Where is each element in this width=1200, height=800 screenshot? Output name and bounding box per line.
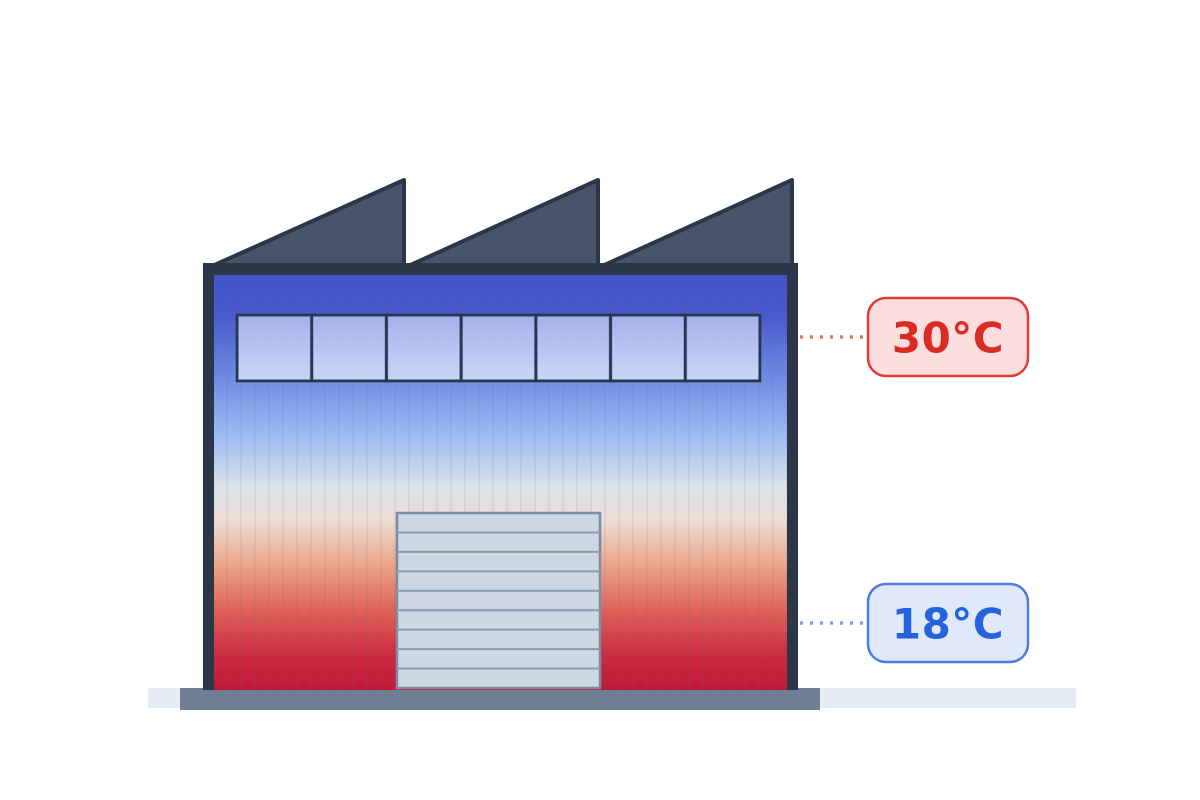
temperature-badge-hot[interactable]: [866, 296, 1030, 378]
door-panel[interactable]: [395, 511, 602, 690]
roof-tooth: [404, 178, 600, 269]
right-corner-post: [787, 263, 798, 690]
clerestory-window-band: [235, 313, 762, 383]
window-pane-sheen: [687, 317, 758, 379]
callout-hot[interactable]: 30°C: [800, 296, 1030, 378]
temperature-badge-cold[interactable]: [866, 582, 1030, 664]
roof-beam: [203, 263, 798, 275]
temperature-badge-hot-label: 30°C: [892, 314, 1004, 363]
window-pane-sheen: [388, 317, 460, 379]
roller-shutter-door[interactable]: [395, 511, 602, 690]
window-pane-sheen: [463, 317, 534, 379]
ground: [148, 688, 1076, 710]
window-pane-sheen: [313, 317, 385, 379]
left-corner-post: [203, 263, 214, 690]
building-frame: [203, 263, 798, 690]
roof-tooth: [598, 178, 794, 269]
sawtooth-roof: [208, 178, 794, 269]
window-pane-sheen: [537, 317, 609, 379]
window-pane-sheen: [612, 317, 684, 379]
callout-cold[interactable]: 18°C: [800, 582, 1030, 664]
roof-tooth: [208, 178, 406, 269]
window-pane-sheen: [239, 317, 310, 379]
temperature-badge-cold-label: 18°C: [892, 600, 1004, 649]
ground-plinth: [180, 688, 820, 710]
